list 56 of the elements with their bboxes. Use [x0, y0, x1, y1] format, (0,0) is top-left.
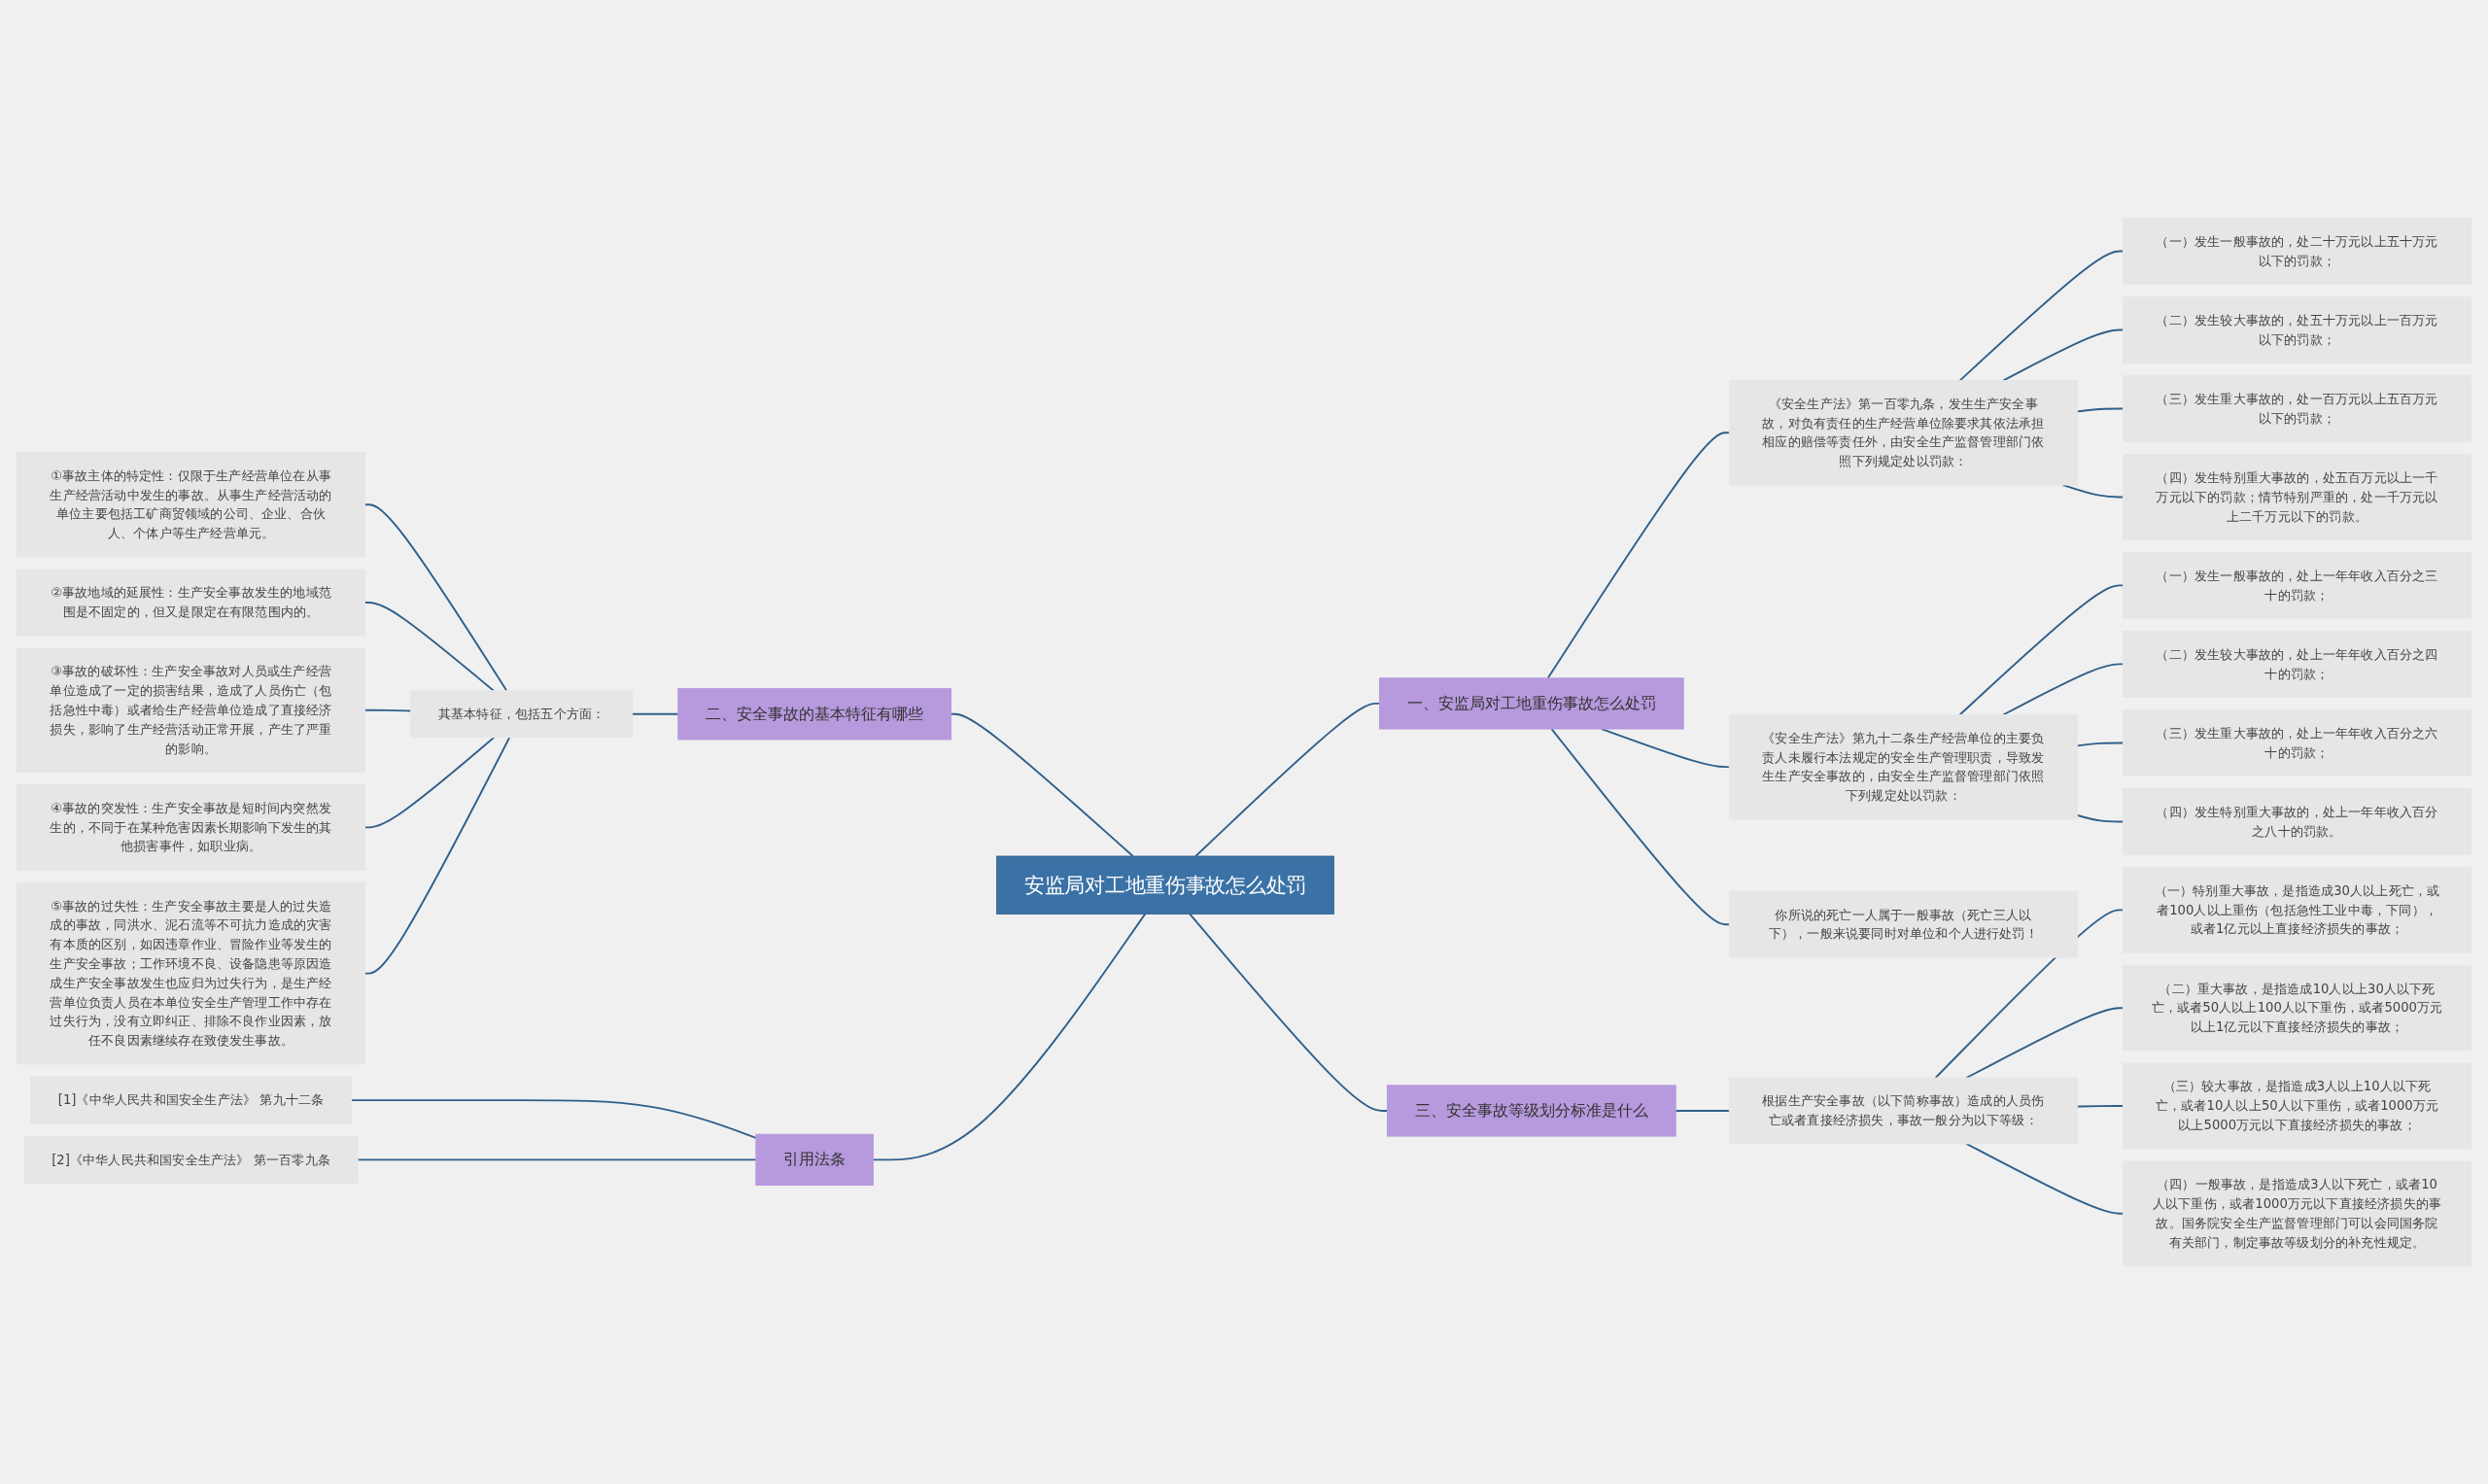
- node-box: 安监局对工地重伤事故怎么处罚: [996, 855, 1334, 915]
- connector: [2076, 407, 2125, 413]
- connector: [363, 602, 495, 692]
- node-box: 你所说的死亡一人属于一般事故（死亡三人以下），一般来说要同时对单位和个人进行处罚！: [1728, 890, 2078, 958]
- connector: [2076, 1105, 2125, 1108]
- connector: [1965, 1142, 2125, 1215]
- node-box: [2]《中华人民共和国安全生产法》 第一百零九条: [23, 1135, 359, 1184]
- connector: [357, 1158, 757, 1161]
- connector: [2002, 328, 2125, 382]
- connector: [1958, 584, 2125, 716]
- node-box: 《安全生产法》第九十二条生产经营单位的主要负责人未履行本法规定的安全生产管理职责，导致发生生产安全事故的，由安全生产监督管理部门依照下列规定处以罚款：: [1728, 714, 2078, 820]
- connector: [1601, 728, 1731, 769]
- connector: [1550, 728, 1731, 926]
- node-box: [1]《中华人民共和国安全生产法》 第九十二条: [30, 1076, 353, 1124]
- connector: [1194, 703, 1381, 857]
- node-box: ①事故主体的特定性：仅限于生产经营单位在从事生产经营活动中发生的事故。从事生产经营活动的单位主要包括工矿商贸领域的公司、企业、合伙人、个体户等生产经营单元。: [17, 452, 366, 558]
- connector: [363, 736, 511, 975]
- node-box: 其基本特征，包括五个方面：: [410, 690, 634, 739]
- node-box: 一、安监局对工地重伤事故怎么处罚: [1378, 677, 1684, 730]
- connector: [350, 1099, 757, 1139]
- connector: [1189, 913, 1389, 1112]
- node-box: （四）一般事故，是指造成3人以下死亡，或者10人以下重伤，或者1000万元以下直接经济损失的事故。国务院安全生产监督管理部门可以会同国务院有关部门，制定事故等级划分的补充性规定。: [2123, 1160, 2471, 1266]
- node-box: （二）发生较大事故的，处五十万元以上一百万元以下的罚款；: [2123, 296, 2471, 363]
- node-box: （三）较大事故，是指造成3人以上10人以下死亡，或者10人以上50人以下重伤，或者1000万元以上5000万元以下直接经济损失的事故；: [2123, 1062, 2471, 1150]
- connector: [872, 913, 1147, 1161]
- node-box: 《安全生产法》第一百零九条，发生生产安全事故，对负有责任的生产经营单位除要求其依法承担相应的赔偿等责任外，由安全生产监督管理部门依照下列规定处以罚款：: [1728, 380, 2078, 486]
- connector: [363, 736, 496, 829]
- node-box: ④事故的突发性：生产安全事故是短时间内突然发生的，不同于在某种危害因素长期影响下发生的其他损害事件，如职业病。: [17, 784, 366, 871]
- node-box: （四）发生特别重大事故的，处上一年年收入百分之八十的罚款。: [2123, 788, 2471, 855]
- connector: [1546, 431, 1731, 679]
- node-box: （一）特别重大事故，是指造成30人以上死亡，或者100人以上重伤（包括急性工业中毒，下同），或者1亿元以上直接经济损失的事故；: [2123, 867, 2471, 953]
- node-box: ②事故地域的延展性：生产安全事故发生的地域范围是不固定的，但又是限定在有限范围内的。: [17, 569, 366, 637]
- node-box: 二、安全事故的基本特征有哪些: [677, 688, 951, 741]
- node-box: 根据生产安全事故（以下简称事故）造成的人员伤亡或者直接经济损失，事故一般分为以下等级：: [1728, 1077, 2078, 1145]
- connector: [363, 708, 412, 712]
- node-box: （四）发生特别重大事故的，处五百万元以上一千万元以下的罚款；情节特别严重的，处一千万元以上二千万元以下的罚款。: [2123, 454, 2471, 540]
- connector: [2076, 742, 2125, 747]
- connector: [950, 712, 1134, 857]
- node-box: ③事故的破坏性：生产安全事故对人员或生产经营单位造成了一定的损害结果，造成了人员伤亡（包括急性中毒）或者给生产经营单位造成了直接经济损失，影响了生产经营活动正常开展，产生了严重的影响。: [17, 647, 366, 773]
- connector: [631, 712, 679, 715]
- connector: [363, 503, 508, 692]
- connector: [2076, 813, 2125, 823]
- connector: [1934, 909, 2125, 1079]
- node-box: （二）重大事故，是指造成10人以上30人以下死亡，或者50人以上100人以下重伤，或者5000万元以上1亿元以下直接经济损失的事故；: [2123, 964, 2471, 1052]
- node-box: 三、安全事故等级划分标准是什么: [1386, 1085, 1676, 1137]
- node-box: （三）发生重大事故的，处上一年年收入百分之六十的罚款；: [2123, 709, 2471, 777]
- connector: [1965, 1007, 2125, 1079]
- connector: [2002, 663, 2125, 716]
- node-box: （一）发生一般事故的，处二十万元以上五十万元以下的罚款；: [2123, 218, 2471, 285]
- node-box: （三）发生重大事故的，处一百万元以上五百万元以下的罚款；: [2123, 375, 2471, 442]
- node-box: ⑤事故的过失性：生产安全事故主要是人的过失造成的事故，同洪水、泥石流等不可抗力造成的灾害有本质的区别，如因违章作业、冒险作业等发生的生产安全事故；工作环境不良、设备隐患等原因造成生产安全事故发生也应归为过失行为，是生产经营单位负责人员在本单位安全生产管理工作中存在过失行为，没有立即纠正、排除不良作业因素，放任不良因素继续存在致使发生事故。: [17, 881, 366, 1065]
- connector: [1675, 1110, 1731, 1112]
- node-box: 引用法条: [755, 1133, 874, 1186]
- node-box: （二）发生较大事故的，处上一年年收入百分之四十的罚款；: [2123, 631, 2471, 698]
- connector: [1958, 250, 2125, 382]
- node-box: （一）发生一般事故的，处上一年年收入百分之三十的罚款；: [2123, 552, 2471, 619]
